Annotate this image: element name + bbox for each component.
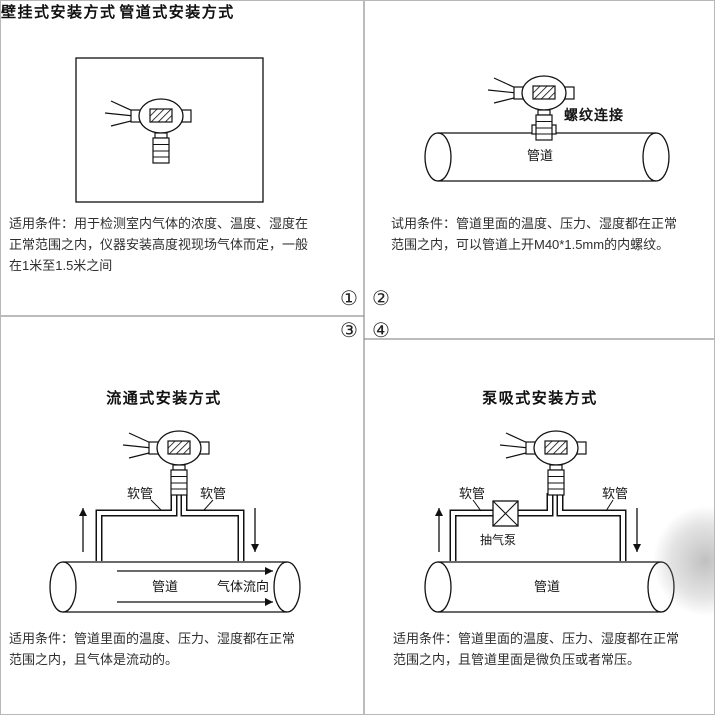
gas-flow-direction-label: 气体流向 <box>217 579 270 594</box>
flow-title: 流通式安装方式 <box>106 390 222 407</box>
text-line: 适用条件：管道里面的温度、压力、湿度都在正常 <box>393 631 680 646</box>
text-line: 适用条件：管道里面的温度、压力、湿度都在正常 <box>9 631 296 646</box>
text-line: 范围之内，可以管道上开M40*1.5mm的内螺纹。 <box>391 237 670 252</box>
figure-number-1: ① <box>340 288 358 310</box>
pipeline-title: 管道式安装方式 <box>119 4 235 21</box>
pump-title: 泵吸式安装方式 <box>482 390 598 407</box>
pipeline-conditions-text: 试用条件：管道里面的温度、压力、湿度都在正常 范围之内，可以管道上开M40*1.… <box>391 213 677 255</box>
wall-conditions-text: 适用条件：用于检测室内气体的浓度、温度、湿度在 正常范围之内，仪器安装高度视现场… <box>9 213 308 276</box>
figure-number-3: ③ <box>340 320 358 342</box>
flow-hose-right-label: 软管 <box>200 486 227 501</box>
pipeline-pipe-label: 管道 <box>527 148 554 163</box>
pump-pipe-label: 管道 <box>534 579 561 594</box>
figure-number-2: ② <box>372 288 390 310</box>
hose-tubes <box>95 493 245 561</box>
thread-connection-label: 螺纹连接 <box>564 107 624 123</box>
hose-tubes <box>449 493 627 561</box>
suction-pump-label: 抽气泵 <box>480 533 517 547</box>
text-line: 适用条件：用于检测室内气体的浓度、温度、湿度在 <box>9 216 309 231</box>
text-line: 范围之内，且气体是流动的。 <box>9 652 179 667</box>
pump-hose-left-label: 软管 <box>459 486 486 501</box>
pump-hose-right-label: 软管 <box>602 486 629 501</box>
flow-pipe-label: 管道 <box>152 579 179 594</box>
text-line: 试用条件：管道里面的温度、压力、湿度都在正常 <box>391 216 678 231</box>
flow-hose-left-label: 软管 <box>127 486 154 501</box>
figure-number-4: ④ <box>372 320 390 342</box>
text-line: 在1米至1.5米之间 <box>9 258 113 273</box>
scan-smudge <box>653 506 714 616</box>
wall-mount-figure <box>75 57 264 203</box>
text-line: 范围之内，且管道里面是微负压或者常压。 <box>393 652 641 667</box>
flow-conditions-text: 适用条件：管道里面的温度、压力、湿度都在正常 范围之内，且气体是流动的。 <box>9 628 295 670</box>
pipeline-figure <box>424 75 670 182</box>
text-line: 正常范围之内，仪器安装高度视现场气体而定，一般 <box>9 237 309 252</box>
pump-conditions-text: 适用条件：管道里面的温度、压力、湿度都在正常 范围之内，且管道里面是微负压或者常… <box>393 628 679 670</box>
wall-mount-title: 壁挂式安装方式 <box>1 4 117 21</box>
flow-figure <box>49 430 301 613</box>
suction-pump-symbol <box>492 500 519 527</box>
